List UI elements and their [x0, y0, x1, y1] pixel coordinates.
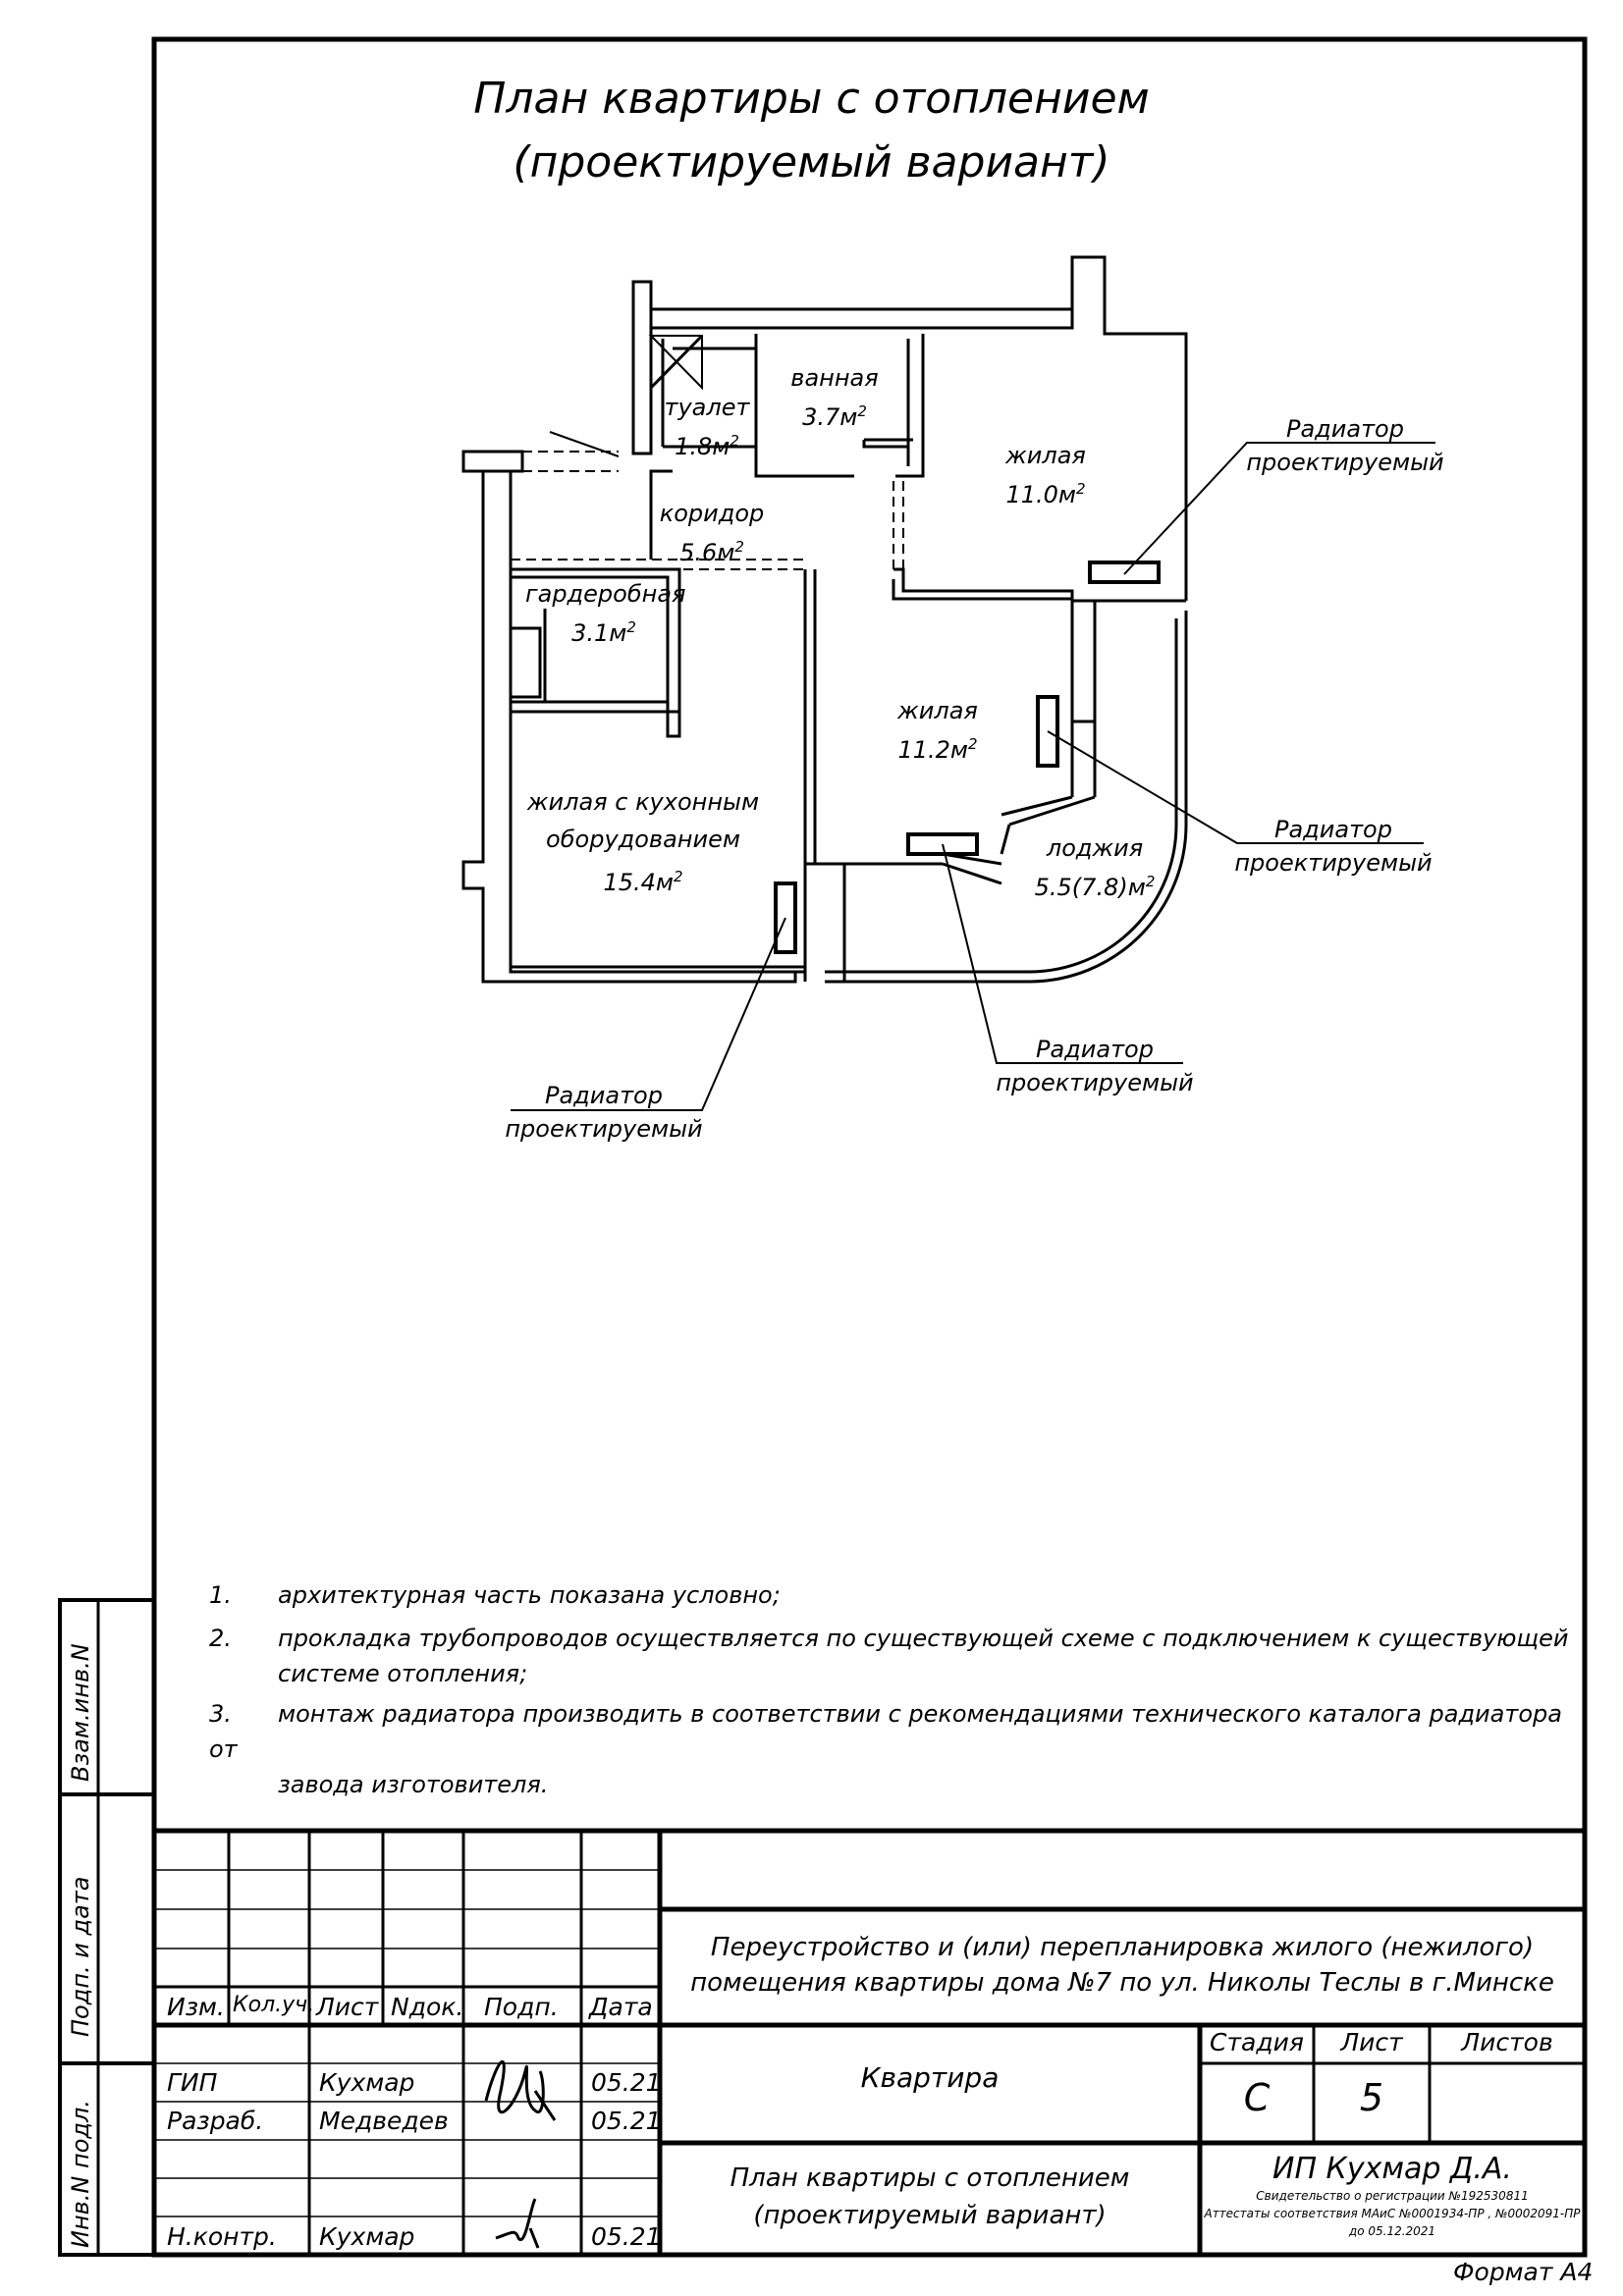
tb-sheet-title: План квартиры с отоплением (проектируемы… — [730, 2163, 1130, 2230]
page-title-line1: План квартиры с отоплением — [473, 74, 1150, 124]
room-bath: ванная 3.7м2 — [790, 364, 879, 431]
tb-name-razrab: Медведев — [319, 2107, 449, 2135]
page-title-line2: (проектируемый вариант) — [513, 137, 1110, 187]
room-wardrobe: гардеробная 3.1м2 — [525, 580, 686, 647]
tb-sheet-number: 5 — [1359, 2076, 1384, 2119]
side-stamp-inv: Инв.N подл. — [67, 2100, 94, 2248]
tb-header-koluch: Кол.уч. — [233, 1993, 315, 2017]
tb-listov-header: Листов — [1461, 2028, 1553, 2056]
room-kitchen: жилая с кухонным оборудованием 15.4м2 — [526, 788, 760, 896]
note-2: 2.прокладка трубопроводов осуществляется… — [209, 1625, 1569, 1687]
room-corridor: коридор 5.6м2 — [659, 500, 765, 566]
tb-date-razrab: 05.21 — [591, 2107, 662, 2135]
room-living1: жилая 11.0м2 — [1005, 442, 1086, 508]
tb-role-razrab: Разраб. — [167, 2107, 264, 2135]
tb-name-gip: Кухмар — [319, 2068, 415, 2097]
tb-header-data: Дата — [589, 1993, 653, 2021]
tb-company: ИП Кухмар Д.А. Свидетельство о регистрац… — [1204, 2152, 1581, 2238]
tb-name-nkontr: Кухмар — [319, 2222, 415, 2251]
tb-stage-header: Стадия — [1210, 2028, 1304, 2056]
room-loggia: лоджия 5.5(7.8)м2 — [1034, 834, 1156, 901]
side-stamp-grid — [58, 1598, 156, 2257]
tb-date-nkontr: 05.21 — [591, 2222, 662, 2251]
side-stamp-vzam: Взам.инв.N — [67, 1643, 94, 1782]
tb-list-header: Лист — [1340, 2028, 1403, 2056]
sheet-frame — [151, 36, 1588, 2258]
tb-role-gip: ГИП — [167, 2068, 218, 2097]
tb-header-list: Лист — [316, 1993, 379, 2021]
tb-object: Квартира — [860, 2061, 1000, 2094]
room-toilet: туалет 1.8м2 — [664, 394, 750, 460]
format-label: Формат А4 — [1453, 2258, 1594, 2286]
tb-stage-value: С — [1243, 2076, 1271, 2119]
tb-header-izm: Изм. — [167, 1993, 225, 2021]
tb-header-podp: Подп. — [484, 1993, 559, 2021]
signature-2 — [495, 2198, 540, 2249]
plan-outer-wall — [649, 255, 1188, 601]
note-1: 1.архитектурная часть показана условно; — [209, 1581, 781, 1609]
signature-1 — [484, 2060, 557, 2121]
floor-plan — [461, 255, 1188, 984]
tb-project: Переустройство и (или) перепланировка жи… — [690, 1933, 1554, 1998]
leader-lines — [511, 442, 1435, 1111]
tb-role-nkontr: Н.контр. — [167, 2222, 277, 2251]
tb-header-ndok: Nдок. — [391, 1993, 464, 2021]
radiator-living1 — [1088, 561, 1161, 584]
room-living2: жилая 11.2м2 — [897, 697, 978, 764]
side-stamp-podp: Подп. и дата — [67, 1876, 94, 2038]
note-3: 3.монтаж радиатора производить в соответ… — [209, 1700, 1562, 1798]
titleblock-grid — [154, 1828, 1585, 2255]
tb-date-gip: 05.21 — [591, 2068, 662, 2097]
